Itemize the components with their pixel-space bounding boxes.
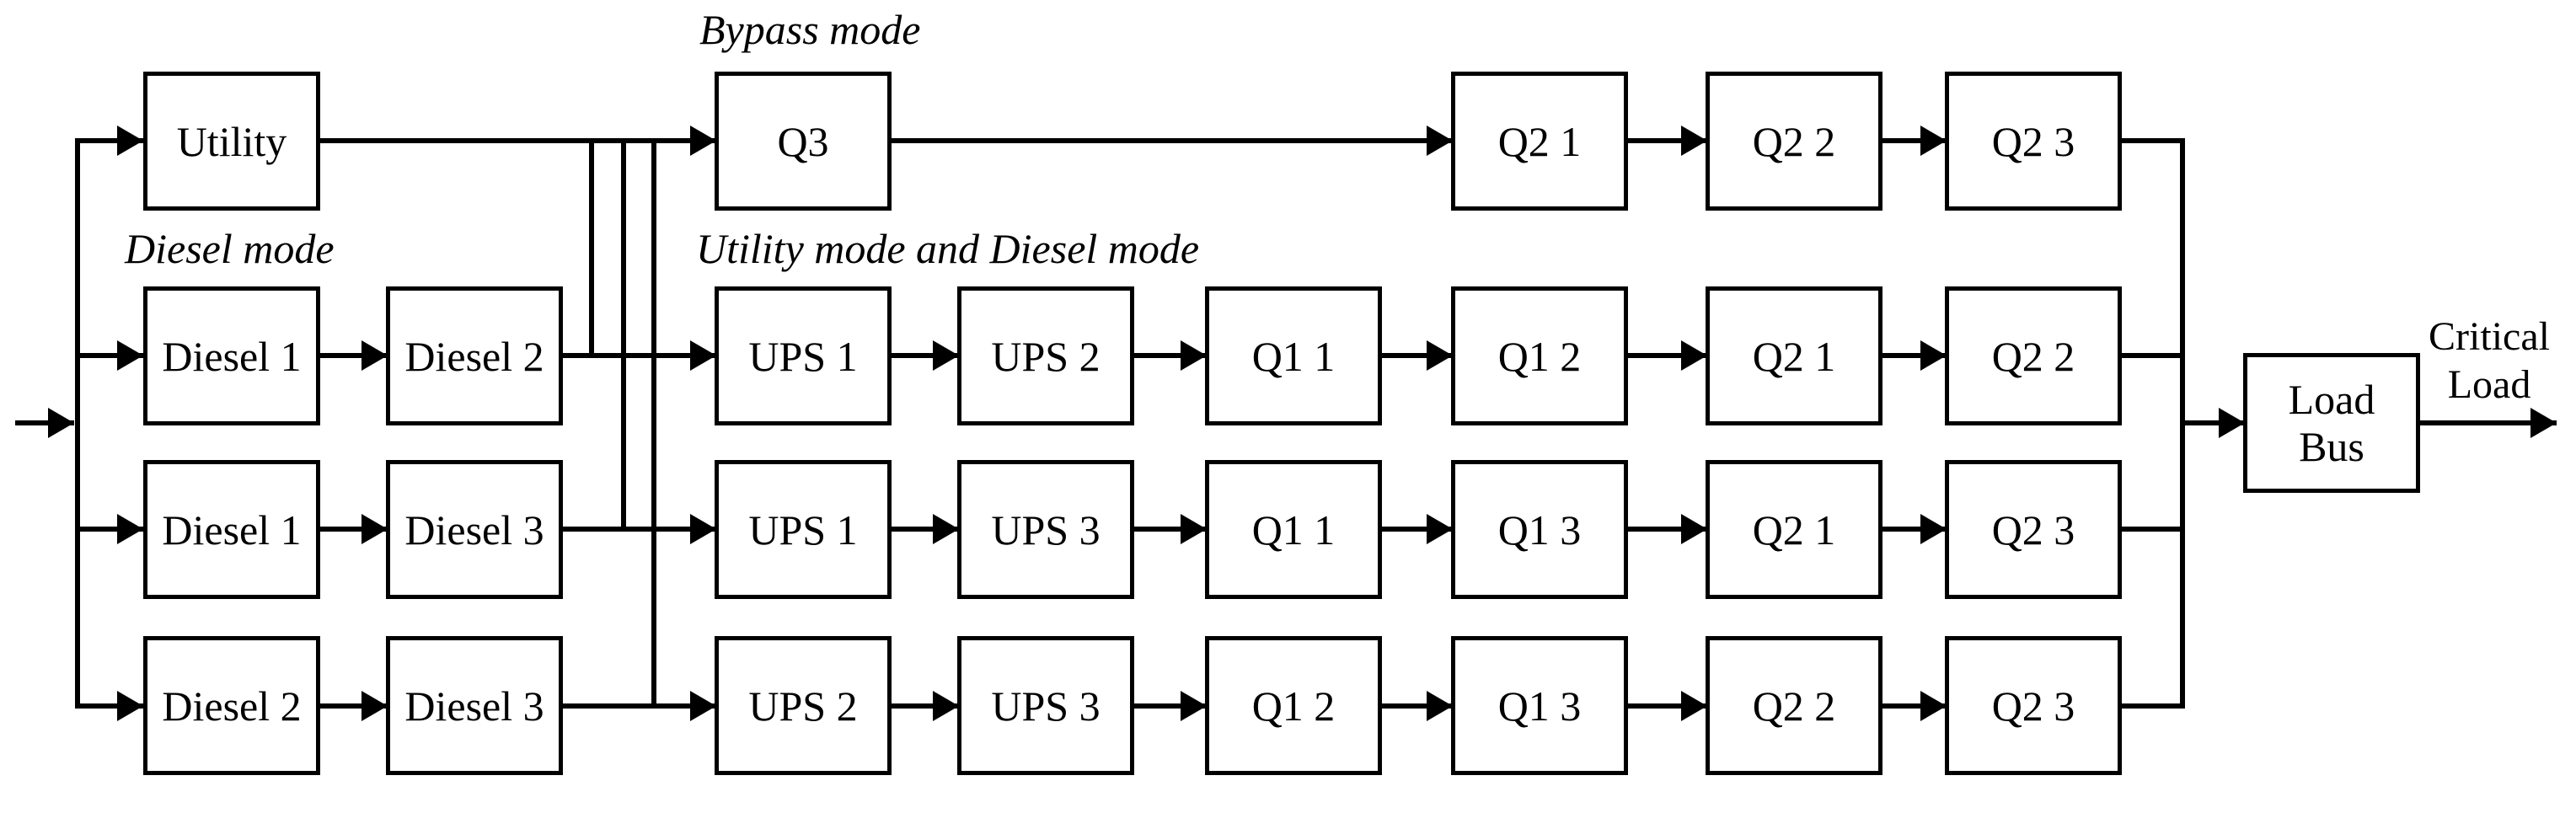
block-q2-2-r4: Q2 2 <box>1706 636 1882 775</box>
block-utility-r1: Utility <box>143 72 320 211</box>
block-q2-3-r1: Q2 3 <box>1945 72 2122 211</box>
block-q2-3-r3: Q2 3 <box>1945 460 2122 599</box>
block-diesel-2-r2: Diesel 2 <box>386 286 563 425</box>
block-q1-2-r4: Q1 2 <box>1205 636 1382 775</box>
block-ups-3-r4: UPS 3 <box>957 636 1134 775</box>
block-ups-1-r3: UPS 1 <box>715 460 892 599</box>
block-q2-3-r4: Q2 3 <box>1945 636 2122 775</box>
tie-bus-lines <box>589 138 656 709</box>
block-q1-2-r2: Q1 2 <box>1451 286 1628 425</box>
block-diesel-3-r3: Diesel 3 <box>386 460 563 599</box>
block-q2-1-r2: Q2 1 <box>1706 286 1882 425</box>
block-diesel-3-r4: Diesel 3 <box>386 636 563 775</box>
block-q2-2-r2: Q2 2 <box>1945 286 2122 425</box>
block-q3-r1: Q3 <box>715 72 892 211</box>
block-q1-1-r2: Q1 1 <box>1205 286 1382 425</box>
block-diesel-1-r2: Diesel 1 <box>143 286 320 425</box>
block-q2-2-r1: Q2 2 <box>1706 72 1882 211</box>
block-ups-1-r2: UPS 1 <box>715 286 892 425</box>
label-diesel-mode: Diesel mode <box>125 225 335 272</box>
block-q1-3-r4: Q1 3 <box>1451 636 1628 775</box>
output-bus-lines <box>2180 141 2557 706</box>
block-load-bus: Load Bus <box>2243 353 2420 493</box>
block-ups-2-r4: UPS 2 <box>715 636 892 775</box>
block-q2-1-r1: Q2 1 <box>1451 72 1628 211</box>
label-critical-load: Critical Load <box>2429 314 2550 407</box>
block-q1-3-r3: Q1 3 <box>1451 460 1628 599</box>
block-ups-2-r2: UPS 2 <box>957 286 1134 425</box>
block-q1-1-r3: Q1 1 <box>1205 460 1382 599</box>
block-ups-3-r3: UPS 3 <box>957 460 1134 599</box>
label-bypass-mode: Bypass mode <box>699 6 921 53</box>
input-bus-lines <box>15 126 143 721</box>
block-q2-1-r3: Q2 1 <box>1706 460 1882 599</box>
block-diesel-1-r3: Diesel 1 <box>143 460 320 599</box>
block-diesel-2-r4: Diesel 2 <box>143 636 320 775</box>
label-utility-and-diesel-mode: Utility mode and Diesel mode <box>696 225 1200 272</box>
